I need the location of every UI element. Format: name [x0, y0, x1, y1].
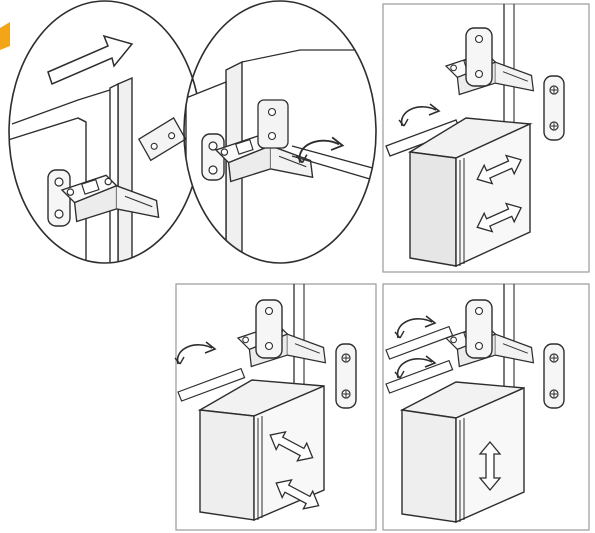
- corner-accent: [0, 22, 10, 50]
- screwdriver-box: [399, 381, 525, 524]
- panel-depth-adjust: [382, 3, 590, 273]
- ellipse-left: [9, 34, 187, 263]
- left-right-arrow: [476, 202, 523, 233]
- panel-side-adjust: [174, 283, 377, 531]
- in-out-arrow: [269, 430, 314, 462]
- in-out-arrow: [275, 478, 320, 510]
- panel-detach-hinge: [0, 0, 377, 264]
- left-right-arrow: [476, 154, 523, 185]
- panel-height-adjust: [382, 283, 590, 531]
- panel-frame: [175, 283, 377, 531]
- screwdriver-box: [197, 379, 325, 522]
- panel-frame: [382, 283, 590, 531]
- ellipse-right: [185, 49, 376, 263]
- panel-frame: [382, 3, 590, 273]
- straight-right-arrow: [47, 34, 134, 86]
- up-down-arrow: [478, 440, 502, 492]
